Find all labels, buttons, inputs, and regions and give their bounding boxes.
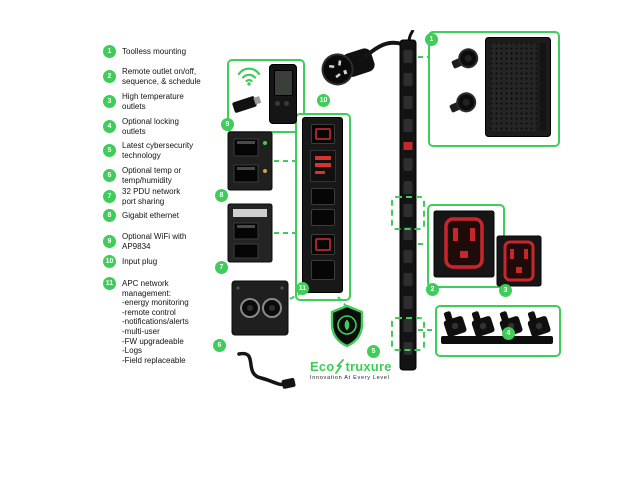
feature-label: Input plug bbox=[122, 256, 158, 266]
feature-label: APC network management: -energy monitori… bbox=[122, 279, 189, 365]
feature-item-7: 7 32 PDU network port sharing bbox=[103, 187, 180, 206]
display-button bbox=[275, 101, 280, 106]
feature-number-badge: 7 bbox=[103, 190, 116, 204]
logo-part2: truxure bbox=[345, 359, 392, 374]
logo-bolt-icon bbox=[335, 359, 345, 374]
feature-number-badge: 8 bbox=[103, 209, 116, 222]
pdu-bar-highlight-top bbox=[391, 196, 425, 230]
feature-label: Optional WiFi with AP9834 bbox=[122, 232, 187, 251]
plug-cable bbox=[364, 40, 404, 58]
feature-label: Optional temp or temp/humidity bbox=[122, 166, 182, 185]
feature-number-badge: 5 bbox=[103, 144, 116, 158]
display-screen bbox=[274, 70, 293, 96]
feature-item-10: 10 Input plug bbox=[103, 255, 157, 268]
feature-label: High temperature outlets bbox=[122, 92, 184, 111]
mounting-pegs-photo bbox=[449, 48, 479, 113]
pdu-outlet-c13 bbox=[311, 188, 335, 205]
remote-outlet-photo bbox=[433, 210, 495, 278]
callout-badge-3: 3 bbox=[499, 284, 512, 297]
pdu-outlet-c19 bbox=[311, 124, 335, 144]
callout-badge-11: 11 bbox=[296, 282, 309, 295]
callout-badge-8: 8 bbox=[215, 189, 228, 202]
feature-number-badge: 3 bbox=[103, 95, 116, 109]
ecostruxure-logo: Eco truxure Innovation At Every Level bbox=[310, 359, 392, 381]
callout-badge-2: 2 bbox=[426, 283, 439, 296]
feature-number-badge: 1 bbox=[103, 45, 116, 58]
logo-part1: Eco bbox=[310, 359, 335, 374]
feature-item-9: 9 Optional WiFi with AP9834 bbox=[103, 232, 186, 251]
feature-label: Toolless mounting bbox=[122, 46, 187, 56]
feature-item-5: 5 Latest cybersecurity technology bbox=[103, 141, 193, 160]
feature-item-6: 6 Optional temp or temp/humidity bbox=[103, 166, 181, 185]
feature-number-badge: 4 bbox=[103, 120, 116, 134]
cybersecurity-shield-icon bbox=[330, 304, 364, 348]
pdu-full-bar bbox=[399, 30, 417, 371]
feature-item-11: 11 APC network management: -energy monito… bbox=[103, 277, 189, 365]
sensor-ports-photo bbox=[231, 280, 289, 336]
callout-badge-9: 9 bbox=[221, 118, 234, 131]
feature-number-badge: 9 bbox=[103, 235, 116, 249]
network-display-unit bbox=[269, 64, 297, 124]
server-rack-photo bbox=[485, 37, 551, 137]
logo-tagline: Innovation At Every Level bbox=[310, 375, 390, 381]
pdu-outlet-c13 bbox=[311, 209, 335, 226]
callout-badge-5: 5 bbox=[367, 345, 380, 358]
pdu-outlet-c19 bbox=[311, 234, 335, 255]
pdu-display bbox=[310, 150, 336, 182]
pdu-outlet-c19 bbox=[311, 260, 335, 280]
feature-item-4: 4 Optional locking outlets bbox=[103, 117, 179, 136]
feature-number-badge: 2 bbox=[103, 70, 116, 84]
feature-label: Optional locking outlets bbox=[122, 117, 179, 136]
feature-item-8: 8 Gigabit ethernet bbox=[103, 209, 179, 222]
feature-number-badge: 6 bbox=[103, 169, 116, 183]
display-button bbox=[284, 101, 289, 106]
feature-number-badge: 10 bbox=[103, 255, 116, 268]
pdu-network-module bbox=[302, 117, 343, 293]
feature-label: Remote outlet on/off, sequence, & schedu… bbox=[122, 67, 201, 86]
locking-outlets-photo bbox=[441, 311, 553, 344]
callout-badge-7: 7 bbox=[215, 261, 228, 274]
wifi-icon bbox=[237, 67, 261, 86]
pdu-bar-highlight-bottom bbox=[391, 317, 425, 351]
feature-item-2: 2 Remote outlet on/off, sequence, & sched… bbox=[103, 67, 201, 86]
feature-label: Latest cybersecurity technology bbox=[122, 141, 194, 160]
network-ports-photo bbox=[227, 203, 273, 263]
feature-item-1: 1 Toolless mounting bbox=[103, 45, 186, 58]
feature-label: 32 PDU network port sharing bbox=[122, 187, 181, 206]
feature-item-3: 3 High temperature outlets bbox=[103, 92, 184, 111]
high-temp-outlet-photo bbox=[496, 235, 542, 287]
callout-badge-10: 10 bbox=[317, 94, 330, 107]
feature-label: Gigabit ethernet bbox=[122, 210, 179, 220]
sensor-cable-photo bbox=[237, 351, 296, 389]
ethernet-ports-photo bbox=[227, 131, 273, 191]
callout-badge-1: 1 bbox=[425, 33, 438, 46]
callout-badge-4: 4 bbox=[502, 327, 515, 340]
callout-badge-6: 6 bbox=[213, 339, 226, 352]
feature-number-badge: 11 bbox=[103, 277, 116, 290]
